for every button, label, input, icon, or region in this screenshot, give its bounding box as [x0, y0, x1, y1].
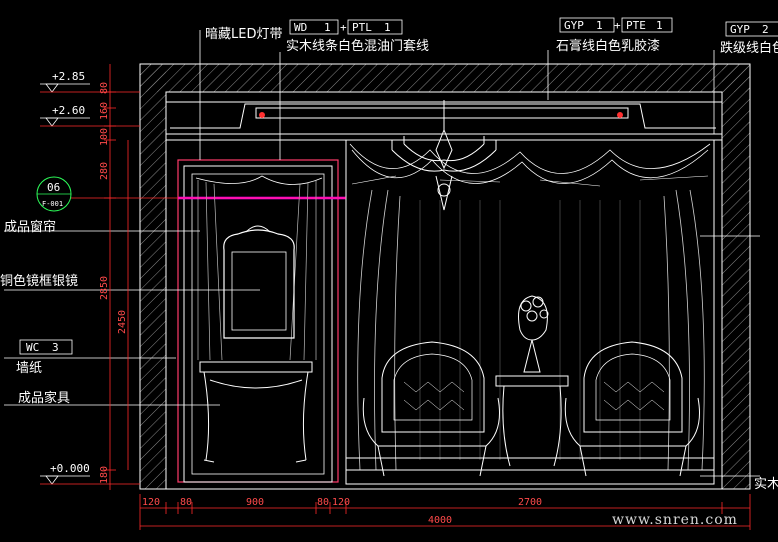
- level-values: +2.85 +2.60 +0.000: [50, 70, 90, 475]
- vdim-2450: 2450: [117, 310, 128, 334]
- horizontal-dimension-values: 120 80 900 80 120 2700 4000: [142, 497, 542, 526]
- curtain-wall: [345, 139, 715, 485]
- top-callouts: 暗藏LED灯带 WD 1 + PTL 1 实木线条白色混油门套线 GYP 1 +…: [205, 17, 778, 56]
- wd-code: WD: [294, 21, 307, 34]
- molding-label: 实木线条白色混油门套线: [286, 38, 429, 54]
- vdim-280: 280: [99, 162, 110, 180]
- watermark: www.snren.com: [612, 512, 738, 528]
- armchair-left: [362, 341, 500, 477]
- vdim-180: 180: [99, 466, 110, 484]
- ptl-code: PTL: [352, 21, 372, 34]
- horizontal-dimension-lines: [139, 494, 751, 530]
- plus-sign: +: [340, 21, 347, 34]
- gyp1-num: 1: [596, 19, 603, 32]
- wc-code: WC: [26, 341, 39, 354]
- wd-num: 1: [324, 21, 331, 34]
- wallpaper-label: 墙纸: [16, 361, 42, 376]
- furniture-label: 成品家具: [18, 390, 70, 406]
- plaster-label: 石膏线白色乳胶漆: [556, 38, 660, 54]
- pte-code: PTE: [626, 19, 646, 32]
- led-strip-label: 暗藏LED灯带: [205, 27, 282, 42]
- hdim-80-right: 80: [317, 497, 329, 508]
- plus-sign-2: +: [614, 19, 621, 32]
- level-260: +2.60: [52, 104, 85, 117]
- hdim-900: 900: [246, 497, 264, 508]
- hdim-80-left: 80: [180, 497, 192, 508]
- level-markers: [40, 83, 140, 485]
- chandelier: [391, 100, 497, 211]
- vdim-80: 80: [99, 82, 110, 94]
- section-number: 06: [47, 181, 60, 194]
- vdim-100: 100: [99, 128, 110, 146]
- gyp1-code: GYP: [564, 19, 584, 32]
- curtain-label: 成品窗帘: [4, 219, 56, 235]
- side-table: [495, 295, 569, 467]
- gyp2-num: 2: [762, 23, 769, 36]
- right-material-label: 实木: [754, 477, 778, 492]
- gyp2-code: GYP: [730, 23, 750, 36]
- vdim-160: 160: [99, 102, 110, 120]
- ptl-num: 1: [384, 21, 391, 34]
- wc-num: 3: [52, 341, 59, 354]
- hdim-120-left: 120: [142, 497, 160, 508]
- vertical-dimension-lines: [104, 64, 129, 490]
- mirror: [223, 225, 295, 339]
- leaders: [4, 30, 760, 477]
- hdim-2700: 2700: [518, 497, 542, 508]
- armchair-right: [564, 341, 700, 477]
- level-0: +0.000: [50, 462, 90, 475]
- pte-num: 1: [656, 19, 663, 32]
- vertical-dimension-values: 80 160 100 280 2850 180 2450: [99, 82, 128, 484]
- mirror-label: 铜色镜框银镜: [0, 273, 78, 289]
- section-reference: F-001: [42, 200, 63, 208]
- hdim-120-right: 120: [332, 497, 350, 508]
- gypsum-board-label: 跌级线白色: [720, 40, 778, 56]
- wall-hatch: [139, 63, 751, 490]
- left-callouts: 06 F-001 成品窗帘 铜色镜框银镜 WC 3 墙纸 成品家具: [0, 176, 78, 406]
- level-285: +2.85: [52, 70, 85, 83]
- vdim-2850: 2850: [99, 276, 110, 300]
- hdim-4000: 4000: [428, 515, 452, 526]
- console-table: [199, 361, 313, 463]
